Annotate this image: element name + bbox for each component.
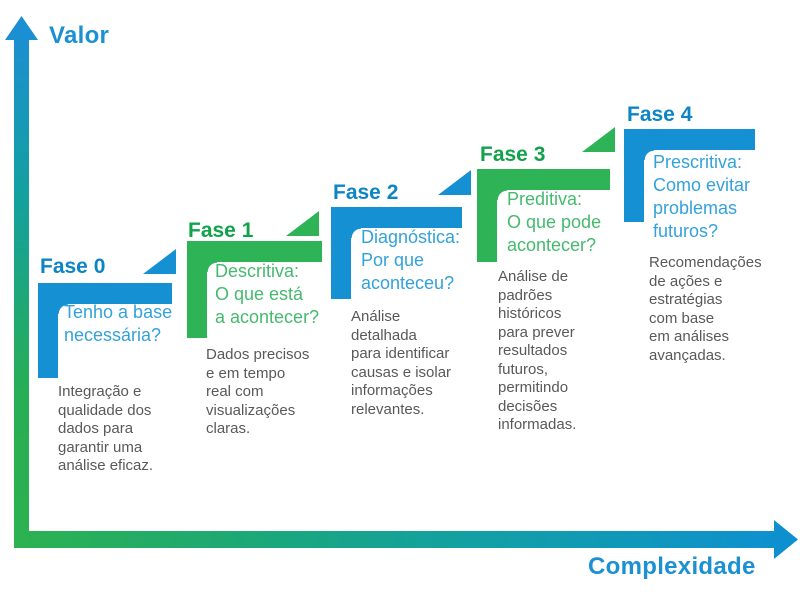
phase-1-description: Dados precisos e em tempo real com visua… <box>206 346 310 437</box>
step-up-triangle-icon <box>438 170 471 195</box>
step-up-triangle-icon <box>143 249 176 274</box>
phase-1-label: Fase 1 <box>188 219 254 242</box>
bracket-corner <box>207 262 217 272</box>
phase-3-question: Preditiva: O que pode acontecer? <box>507 189 602 255</box>
phase-0-question: Tenho a base necessária? <box>64 302 173 345</box>
phase-4-description: Recomendações de ações e estratégias com… <box>649 254 762 364</box>
phase-1-bracket <box>187 241 322 338</box>
bracket-corner <box>58 304 68 314</box>
phase-0-bracket <box>38 283 172 378</box>
bracket-corner <box>644 150 654 160</box>
phase-2-label: Fase 2 <box>333 181 399 204</box>
right-arrow-icon <box>774 520 798 559</box>
step-up-triangle-icon <box>286 211 319 236</box>
x-axis-label: Complexidade <box>588 553 756 580</box>
step-up-triangle-icon <box>582 127 615 152</box>
phase-0-label: Fase 0 <box>40 255 106 278</box>
x-axis-line <box>14 531 776 548</box>
phase-4-label: Fase 4 <box>627 103 693 126</box>
bracket-corner <box>351 228 361 238</box>
phase-4-question: Prescritiva: Como evitar problemas futur… <box>653 152 751 241</box>
up-arrow-icon <box>5 16 38 40</box>
phase-2-bracket <box>331 207 462 299</box>
phase-3-bracket <box>477 169 610 262</box>
phase-2-description: Análise detalhada para identificar causa… <box>351 308 452 418</box>
y-axis-line <box>14 38 29 548</box>
bracket-corner <box>497 190 507 200</box>
phase-2-question: Diagnóstica: Por que aconteceu? <box>361 227 461 293</box>
phase-4-bracket <box>624 129 755 222</box>
phase-0-description: Integração e qualidade dos dados para ga… <box>58 383 154 474</box>
y-axis-label: Valor <box>49 22 110 49</box>
phase-3-description: Análise de padrões históricos para preve… <box>498 268 577 433</box>
phase-3-label: Fase 3 <box>480 143 546 166</box>
phase-1-question: Descritiva: O que está a acontecer? <box>215 261 320 327</box>
